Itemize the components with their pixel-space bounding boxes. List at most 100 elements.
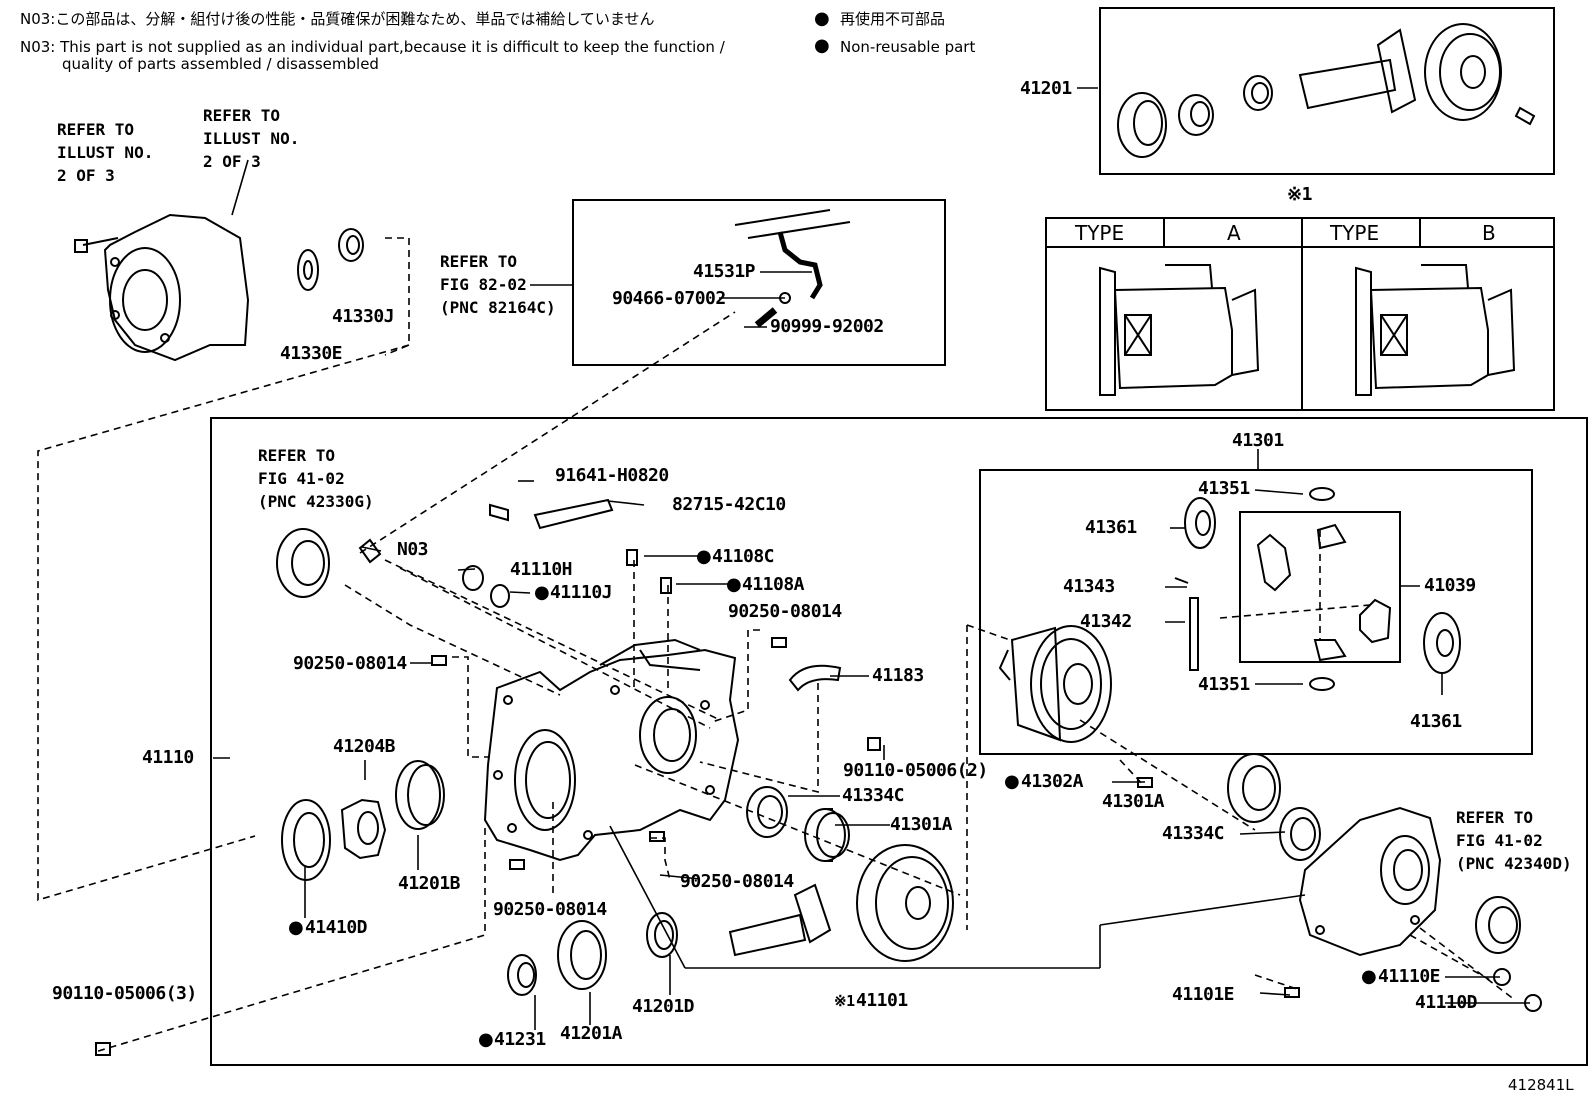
part-label-41301[interactable]: 41301	[1232, 430, 1284, 451]
part-label-41334C-left[interactable]: 41334C	[842, 785, 905, 806]
part-label-41410D[interactable]: 41410D	[305, 917, 368, 938]
part-label-90250-08014-top[interactable]: 90250-08014	[728, 601, 842, 622]
part-label-90250-08014-left[interactable]: 90250-08014	[293, 653, 407, 674]
type-a-housing	[1099, 264, 1260, 396]
part-label-90110-05006-2[interactable]: 90110-05006(2)	[843, 760, 988, 781]
part-label-41334C-right[interactable]: 41334C	[1162, 823, 1225, 844]
oil-seal-41334C-a	[746, 786, 788, 838]
note-n03-english-line1: N03: This part is not supplied as an ind…	[20, 38, 725, 56]
part-label-41201B[interactable]: 41201B	[398, 873, 461, 894]
nonreusable-dot-icon: ●	[1361, 966, 1377, 987]
bolts-and-studs	[95, 498, 1542, 1056]
carrier-housing	[483, 638, 740, 862]
part-label-41343[interactable]: 41343	[1063, 576, 1115, 597]
type-table-a: A	[1227, 221, 1241, 245]
note-nonreusable-english: Non-reusable part	[840, 38, 976, 56]
ring-pinion-kit-illustration	[1117, 23, 1536, 158]
oil-seal-41410D	[281, 799, 331, 881]
ring-gear	[856, 844, 954, 962]
oil-seal-41334C-b	[1279, 807, 1321, 861]
part-label-41342[interactable]: 41342	[1080, 611, 1132, 632]
part-label-41351-bottom[interactable]: 41351	[1198, 674, 1250, 695]
part-label-41101-mark: ※1	[834, 992, 855, 1010]
note-n03-japanese: N03:この部品は、分解・組付け後の性能・品質確保が困難なため、単品では補給して…	[20, 10, 655, 28]
part-label-82715-42C10[interactable]: 82715-42C10	[672, 494, 786, 515]
nonreusable-dot-icon: ●	[814, 8, 830, 29]
part-label-41204B[interactable]: 41204B	[333, 736, 396, 757]
refer-fig-41-02-right[interactable]: REFER TO FIG 41-02 (PNC 42340D)	[1456, 808, 1572, 873]
part-label-41110E[interactable]: 41110E	[1378, 966, 1441, 987]
refer-illust-left[interactable]: REFER TO ILLUST NO. 2 OF 3	[57, 120, 154, 185]
seal-42340D	[1475, 896, 1521, 954]
pinion-gear-frame	[1239, 511, 1401, 663]
bearing-41231	[507, 954, 537, 996]
part-label-41108A[interactable]: 41108A	[742, 574, 805, 595]
breather-frame	[572, 199, 946, 366]
bearing-41301A-a	[804, 808, 850, 862]
part-label-41531P[interactable]: 41531P	[693, 261, 756, 282]
part-label-90999-92002[interactable]: 90999-92002	[770, 316, 884, 337]
main-assembly-frame	[210, 417, 1588, 1066]
part-label-90250-08014-bottom[interactable]: 90250-08014	[493, 899, 607, 920]
part-label-41110[interactable]: 41110	[142, 747, 194, 768]
part-label-41301A-left[interactable]: 41301A	[890, 814, 953, 835]
part-label-41108C[interactable]: 41108C	[712, 546, 775, 567]
nonreusable-dot-icon: ●	[1004, 771, 1020, 792]
type-table-header-a: TYPE	[1075, 221, 1125, 245]
part-label-41183[interactable]: 41183	[872, 665, 924, 686]
part-label-41231[interactable]: 41231	[494, 1029, 546, 1050]
part-label-41302A[interactable]: 41302A	[1021, 771, 1084, 792]
part-label-41201A[interactable]: 41201A	[560, 1023, 623, 1044]
part-label-91641-H0820[interactable]: 91641-H0820	[555, 465, 669, 486]
type-table-frame	[1045, 217, 1555, 411]
part-label-41330E[interactable]: 41330E	[280, 343, 343, 364]
part-label-90110-05006-3[interactable]: 90110-05006(3)	[52, 983, 197, 1004]
washer-41330J	[338, 228, 364, 262]
type-table-header-b: TYPE	[1330, 221, 1380, 245]
washer-41330E	[297, 249, 319, 291]
seal-42330G	[276, 528, 330, 598]
part-label-41201D[interactable]: 41201D	[632, 996, 695, 1017]
part-label-41351-top[interactable]: 41351	[1198, 478, 1250, 499]
part-label-41330J[interactable]: 41330J	[332, 306, 395, 327]
bearing-41334C-b	[1227, 753, 1281, 823]
part-label-41361-right[interactable]: 41361	[1410, 711, 1462, 732]
illustration-code: 412841L	[1508, 1076, 1574, 1094]
side-cover	[1298, 806, 1442, 957]
part-label-41110J[interactable]: 41110J	[550, 582, 613, 603]
part-label-N03[interactable]: N03	[397, 539, 429, 560]
ring-pinion-kit-frame	[1099, 7, 1555, 175]
drive-pinion	[728, 883, 832, 957]
part-label-90466-07002[interactable]: 90466-07002	[612, 288, 726, 309]
part-label-41101E[interactable]: 41101E	[1172, 984, 1235, 1005]
nonreusable-dot-icon: ●	[726, 574, 742, 595]
part-label-41361-left[interactable]: 41361	[1085, 517, 1137, 538]
part-label-41101[interactable]: 41101	[856, 990, 908, 1011]
breather-hose-illustration	[734, 209, 851, 328]
type-b-housing	[1355, 264, 1516, 396]
nonreusable-dot-icon: ●	[534, 582, 550, 603]
part-label-90250-08014-mid[interactable]: 90250-08014	[680, 871, 794, 892]
part-label-41110H[interactable]: 41110H	[510, 559, 573, 580]
differential-case-illustration	[998, 487, 1461, 743]
nonreusable-dot-icon: ●	[288, 917, 304, 938]
refer-fig-41-02-left[interactable]: REFER TO FIG 41-02 (PNC 42330G)	[258, 446, 374, 511]
type-table-b: B	[1482, 221, 1496, 245]
part-label-41301A-right[interactable]: 41301A	[1102, 791, 1165, 812]
nonreusable-dot-icon: ●	[696, 546, 712, 567]
spacer-41204B	[340, 798, 387, 860]
part-label-41110D[interactable]: 41110D	[1415, 992, 1478, 1013]
bearing-41201B	[395, 760, 445, 830]
refer-fig-82-02[interactable]: REFER TO FIG 82-02 (PNC 82164C)	[440, 252, 556, 317]
bearing-41201A	[557, 920, 607, 990]
shim-41201D	[646, 912, 678, 958]
part-label-41201[interactable]: 41201	[1020, 78, 1072, 99]
refer-illust-right[interactable]: REFER TO ILLUST NO. 2 OF 3	[203, 106, 300, 171]
nonreusable-dot-icon: ●	[478, 1029, 494, 1050]
extension-housing	[74, 213, 250, 362]
type-table-mark: ※1	[1287, 184, 1312, 205]
nonreusable-dot-icon: ●	[814, 35, 830, 56]
part-label-41039[interactable]: 41039	[1424, 575, 1476, 596]
